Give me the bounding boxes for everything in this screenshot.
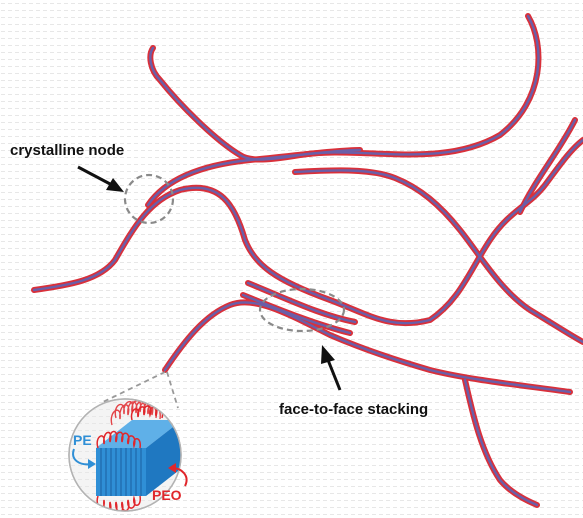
- pe-label: PE: [73, 432, 92, 448]
- crystalline-node-label: crystalline node: [10, 142, 124, 159]
- face-to-face-label: face-to-face stacking: [279, 401, 428, 418]
- peo-label: PEO: [152, 487, 182, 503]
